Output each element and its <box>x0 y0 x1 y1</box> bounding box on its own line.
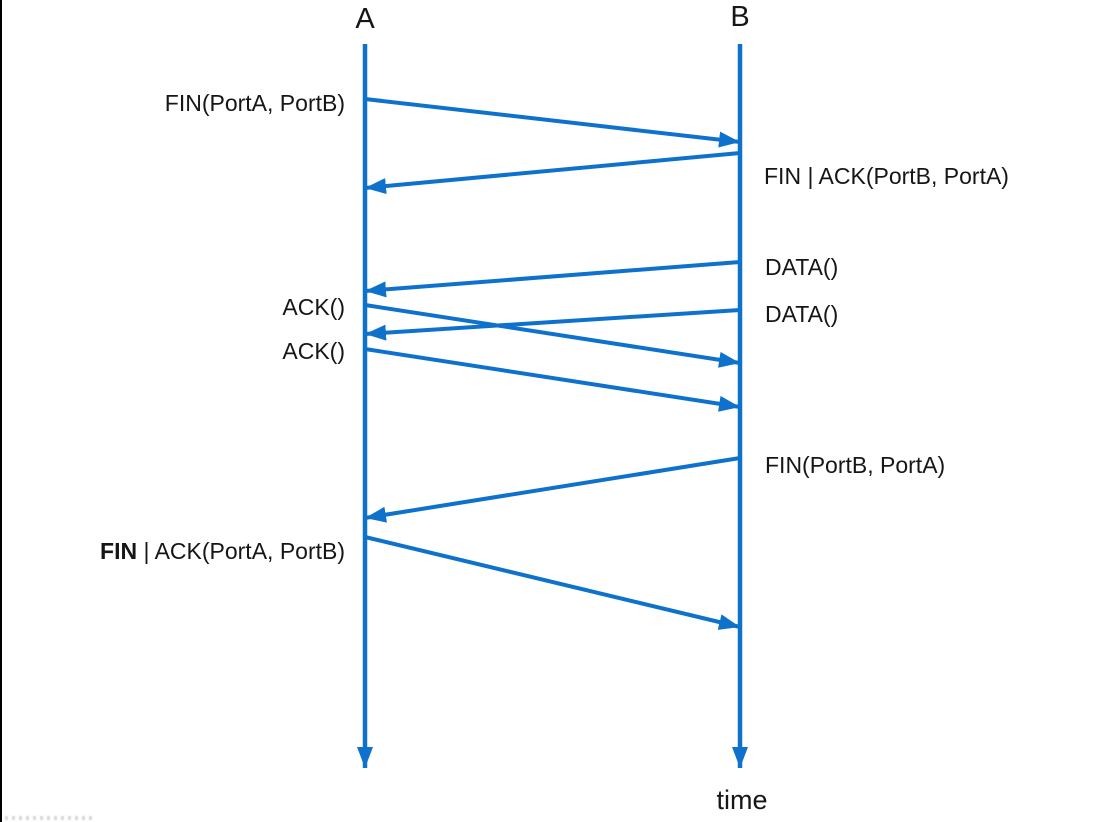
message-arrow-0 <box>364 97 741 148</box>
message-label-fin-b-to-a: FIN(PortB, PortA) <box>765 452 946 478</box>
message-arrow-1 <box>364 151 741 195</box>
message-label-finack-a-to-b: FIN | ACK(PortA, PortB) <box>100 536 345 566</box>
message-arrow-4 <box>364 308 741 341</box>
message-arrow-2 <box>364 260 741 298</box>
message-arrow-3 <box>364 303 741 368</box>
endpoint-b-label: B <box>730 1 750 33</box>
message-label-bold-part: FIN <box>100 538 138 564</box>
message-label-ack-2: ACK() <box>282 338 345 364</box>
message-arrow-6 <box>364 456 741 523</box>
message-label-data-2: DATA() <box>765 301 839 327</box>
message-arrow-7 <box>364 535 741 630</box>
message-label-fin-a-to-b: FIN(PortA, PortB) <box>164 90 345 116</box>
message-label-ack-1: ACK() <box>282 294 345 320</box>
time-axis-label: time <box>716 785 768 815</box>
message-label-finack-b-to-a: FIN | ACK(PortB, PortA) <box>764 163 1009 189</box>
corner-smudge <box>5 816 93 820</box>
message-label-data-1: DATA() <box>765 254 839 280</box>
message-arrow-5 <box>364 347 741 412</box>
message-label-rest-part: | ACK(PortA, PortB) <box>137 538 345 564</box>
endpoint-a-label: A <box>355 3 375 35</box>
